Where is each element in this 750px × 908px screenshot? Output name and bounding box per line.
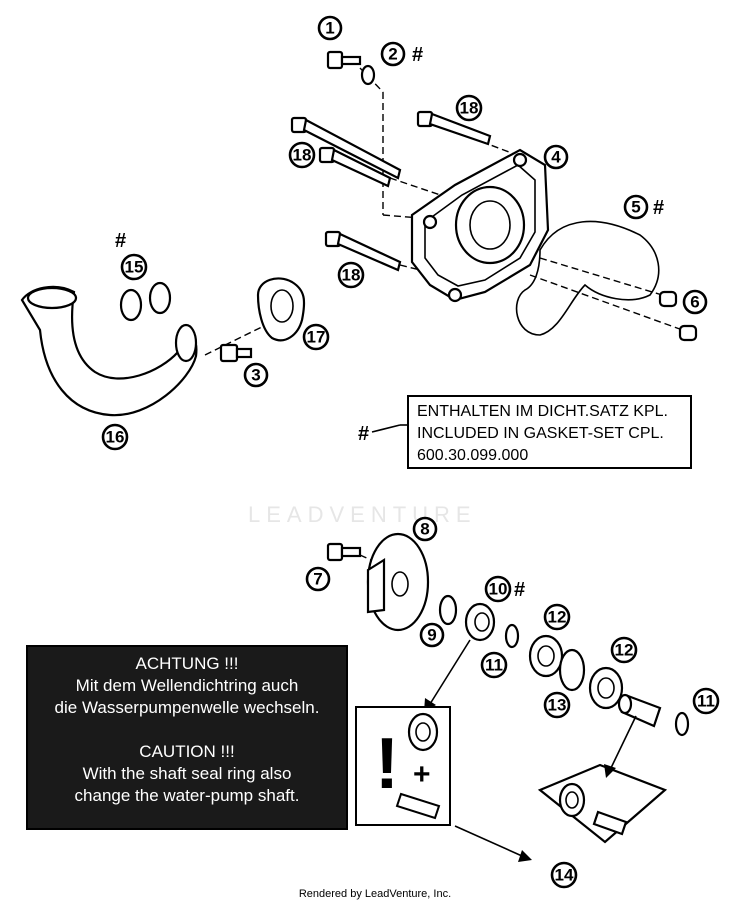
circlip-part-11a — [504, 623, 520, 649]
callout-4: 4 — [543, 144, 569, 170]
pump-shaft — [617, 693, 662, 728]
hash-marker-2: # — [412, 44, 423, 66]
hose-end-16 — [26, 286, 78, 310]
circlip-part-9 — [438, 594, 458, 626]
callout-12a: 12 — [543, 603, 571, 631]
callout-15: 15 — [120, 253, 148, 281]
svg-text:12: 12 — [548, 608, 567, 627]
impeller-part-8 — [366, 532, 430, 632]
svg-text:3: 3 — [251, 366, 260, 385]
dowel-pin-part-6 — [658, 290, 698, 342]
svg-text:12: 12 — [615, 641, 634, 660]
callout-2: 2 — [380, 41, 406, 67]
svg-text:4: 4 — [551, 148, 561, 167]
svg-text:15: 15 — [125, 258, 144, 277]
svg-text:18: 18 — [342, 266, 361, 285]
legend-line-de: ENTHALTEN IM DICHT.SATZ KPL. — [417, 403, 668, 420]
svg-text:11: 11 — [697, 692, 715, 711]
washer-part-2 — [360, 64, 376, 86]
caution-de-line2: die Wasserpumpenwelle wechseln. — [54, 698, 320, 717]
callout-18a: 18 — [455, 94, 483, 122]
svg-text:14: 14 — [555, 866, 574, 885]
circlip-part-13 — [558, 648, 586, 692]
caution-en-line1: With the shaft seal ring also — [82, 764, 292, 783]
gasket-set-legend: ENTHALTEN IM DICHT.SATZ KPL. INCLUDED IN… — [407, 395, 692, 469]
svg-text:2: 2 — [388, 45, 397, 64]
callout-11b: 11 — [692, 687, 720, 715]
bearing-part-12a — [528, 634, 564, 678]
svg-text:18: 18 — [293, 146, 312, 165]
svg-text:13: 13 — [548, 696, 567, 715]
screw-part-3 — [219, 343, 253, 363]
plus-icon: + — [413, 758, 431, 791]
hash-marker-5: # — [653, 197, 664, 219]
replace-together-panel: ! + — [355, 706, 451, 826]
callout-3: 3 — [243, 362, 269, 388]
callout-14: 14 — [550, 861, 578, 889]
callout-8: 8 — [412, 516, 438, 542]
callout-1: 1 — [317, 15, 343, 41]
callout-18b: 18 — [288, 141, 316, 169]
hash-marker-legend: # — [358, 423, 369, 445]
long-bolt-part-18 — [290, 110, 492, 272]
o-ring-part-15 — [119, 281, 172, 322]
svg-text:8: 8 — [420, 520, 429, 539]
callout-9: 9 — [419, 622, 445, 648]
callout-17: 17 — [302, 323, 330, 351]
hash-marker-15: # — [115, 230, 126, 252]
svg-text:9: 9 — [427, 626, 436, 645]
footer-credit: Rendered by LeadVenture, Inc. — [298, 888, 452, 900]
svg-text:10: 10 — [489, 580, 508, 599]
callout-6: 6 — [682, 289, 708, 315]
svg-text:11: 11 — [485, 656, 503, 675]
caution-en-line2: change the water-pump shaft. — [74, 786, 300, 805]
caution-de-line1: Mit dem Wellendichtring auch — [75, 676, 299, 695]
bearing-part-12b — [588, 666, 624, 710]
svg-text:6: 6 — [690, 293, 699, 312]
svg-text:7: 7 — [313, 570, 322, 589]
circlip-part-11b — [674, 711, 690, 737]
caution-notice: ACHTUNG !!! Mit dem Wellendichtring auch… — [26, 645, 348, 830]
exclamation-icon: ! — [375, 724, 399, 804]
shaft-icon — [395, 792, 441, 820]
callout-7: 7 — [305, 566, 331, 592]
hash-marker-10: # — [514, 579, 525, 601]
callout-10: 10 — [484, 575, 512, 603]
legend-line-en: INCLUDED IN GASKET-SET CPL. — [417, 425, 664, 442]
svg-text:18: 18 — [460, 99, 479, 118]
o-ring-gasket-part-5 — [515, 220, 660, 336]
screw-part-7 — [326, 542, 362, 562]
gasket-part-17 — [256, 277, 306, 342]
hose-outlet-16 — [174, 323, 198, 363]
callout-5: 5 — [623, 194, 649, 220]
svg-text:5: 5 — [631, 198, 640, 217]
water-pump-cover-part-4 — [410, 148, 550, 303]
caution-de-title: ACHTUNG !!! — [135, 654, 239, 673]
callout-16: 16 — [101, 423, 129, 451]
repair-kit-part-14 — [537, 763, 668, 844]
callout-13: 13 — [543, 691, 571, 719]
svg-text:16: 16 — [106, 428, 125, 447]
caution-en-title: CAUTION !!! — [139, 742, 235, 761]
seal-ring-icon — [407, 712, 439, 752]
legend-part-number: 600.30.099.000 — [417, 447, 529, 464]
shaft-seal-part-10 — [464, 602, 496, 642]
callout-11a: 11 — [480, 651, 508, 679]
bolt-part-1 — [326, 50, 362, 70]
callout-18c: 18 — [337, 261, 365, 289]
callout-12b: 12 — [610, 636, 638, 664]
svg-text:1: 1 — [325, 19, 334, 38]
svg-text:17: 17 — [307, 328, 326, 347]
